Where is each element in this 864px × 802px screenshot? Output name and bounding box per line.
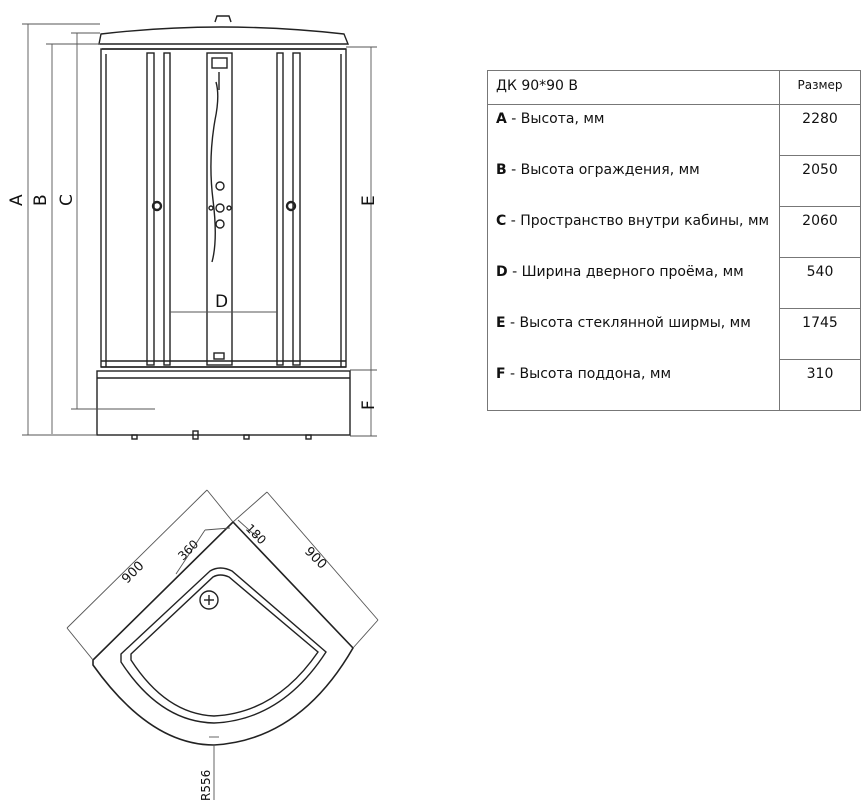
dim-label-e: E xyxy=(359,195,379,206)
spec-label: - Высота поддона, мм xyxy=(505,365,672,382)
tray-plan-view xyxy=(92,520,354,746)
spec-value: 2060 xyxy=(779,206,861,258)
spec-value: 310 xyxy=(779,359,861,411)
spec-table-header: ДК 90*90 B Размер xyxy=(487,70,861,105)
plan-side-left-label: 900 xyxy=(119,559,147,587)
spec-label: - Высота ограждения, мм xyxy=(506,161,700,178)
spec-row: A - Высота, мм 2280 xyxy=(487,104,861,156)
plan-labels: 900 900 360 180 R556 xyxy=(119,521,329,801)
spec-code: B xyxy=(496,161,507,178)
dim-label-b: B xyxy=(31,194,51,206)
cabin-front-view xyxy=(96,15,351,440)
spec-value: 1745 xyxy=(779,308,861,360)
plan-radius-label: R556 xyxy=(199,770,213,801)
spec-value: 2280 xyxy=(779,104,861,156)
spec-row: F - Высота поддона, мм 310 xyxy=(487,359,861,411)
spec-label: - Высота стеклянной ширмы, мм xyxy=(505,314,751,331)
plan-side-right-label: 900 xyxy=(301,544,329,572)
dim-label-d: D xyxy=(215,292,228,312)
plan-offset-180-label: 180 xyxy=(243,521,269,547)
spec-code: A xyxy=(496,111,507,127)
spec-table: ДК 90*90 B Размер A - Высота, мм 2280 B … xyxy=(487,70,861,411)
spec-code: C xyxy=(496,212,507,229)
spec-label: - Высота, мм xyxy=(506,111,605,127)
front-labels: A B C E F D xyxy=(7,194,379,410)
spec-code: F xyxy=(496,365,506,382)
spec-label: - Пространство внутри кабины, мм xyxy=(506,212,770,229)
spec-label: - Ширина дверного проёма, мм xyxy=(507,263,744,280)
plan-dimension-lines xyxy=(66,489,379,800)
spec-row: C - Пространство внутри кабины, мм 2060 xyxy=(487,206,861,258)
spec-row: E - Высота стеклянной ширмы, мм 1745 xyxy=(487,308,861,360)
spec-value: 2050 xyxy=(779,155,861,207)
spec-row: D - Ширина дверного проёма, мм 540 xyxy=(487,257,861,309)
spec-value: 540 xyxy=(779,257,861,309)
dim-label-c: C xyxy=(57,194,77,206)
spec-row: B - Высота ограждения, мм 2050 xyxy=(487,155,861,207)
size-header: Размер xyxy=(779,70,861,105)
dim-label-a: A xyxy=(7,194,27,206)
spec-code: E xyxy=(496,314,506,331)
spec-code: D xyxy=(496,263,508,280)
model-name: ДК 90*90 B xyxy=(487,70,780,105)
front-dimension-lines xyxy=(22,23,377,437)
dim-label-f: F xyxy=(359,400,379,410)
